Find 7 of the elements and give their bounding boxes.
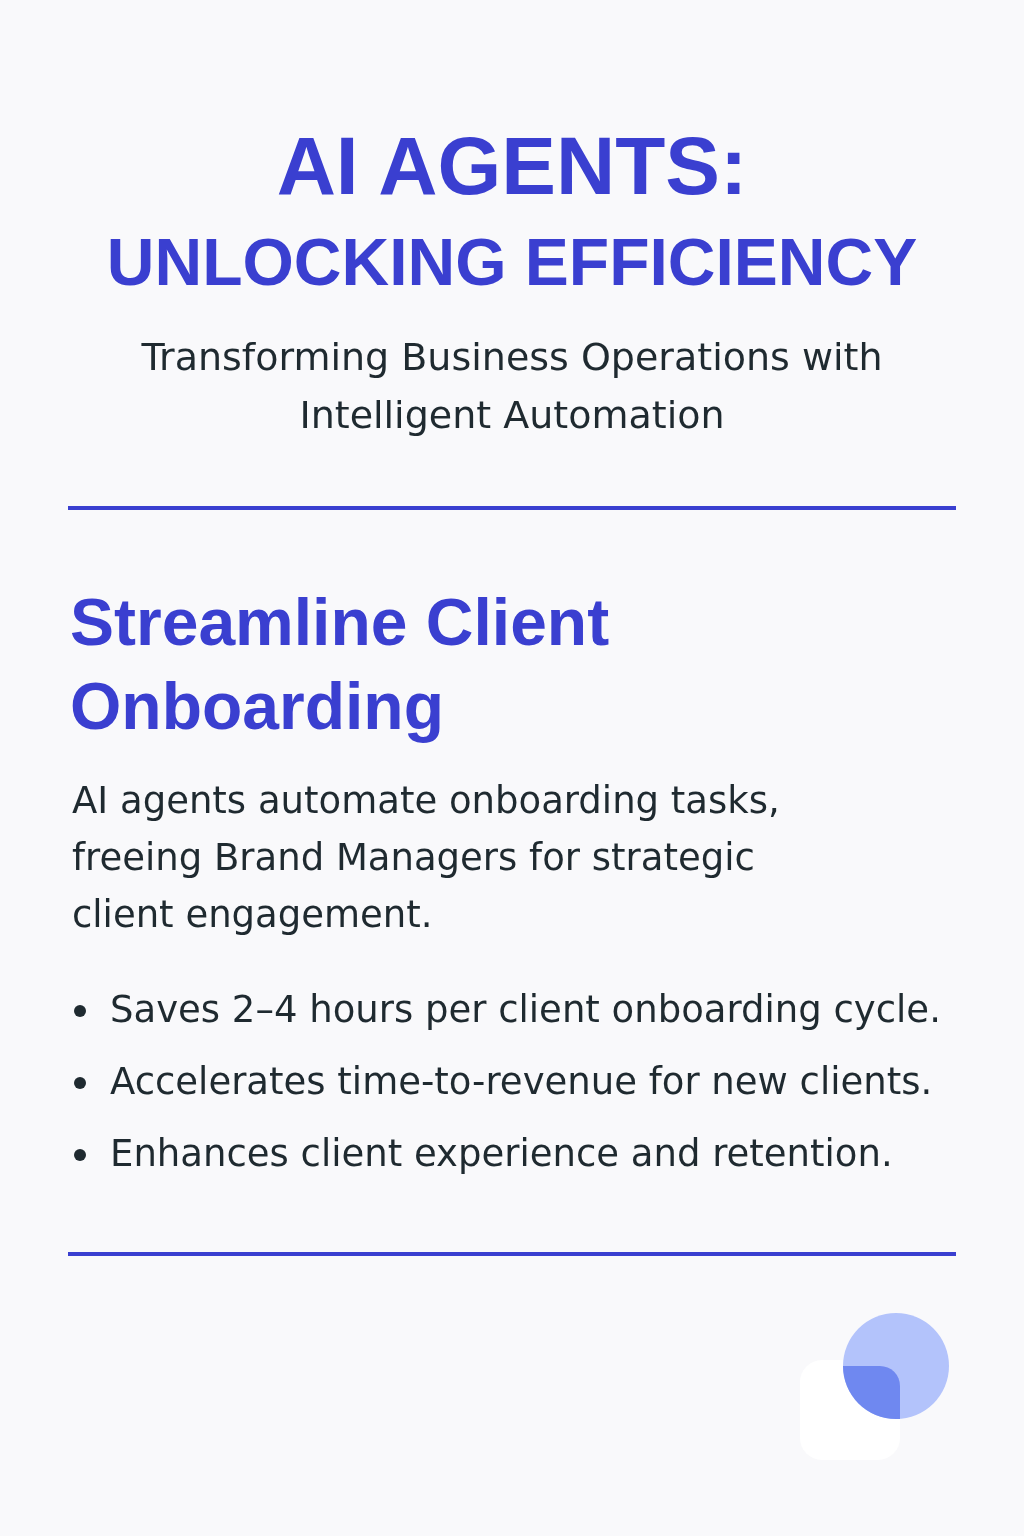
subtitle: Transforming Business Operations with Intelligent Automation	[140, 334, 884, 439]
bullet-text: Saves 2–4 hours per client onboarding cycle.	[110, 987, 941, 1033]
bullet-text: Enhances client experience and retention.	[110, 1131, 893, 1177]
body-paragraph: AI agents automate onboarding tasks, freeing Brand Managers for strategic client engagement.	[72, 778, 781, 938]
bullet-text: Accelerates time-to-revenue for new clients.	[110, 1059, 933, 1105]
title: AI AGENTS: UNLOCKING EFFICIENCY	[105, 119, 919, 301]
section-heading: Streamline Client Onboarding	[70, 584, 611, 745]
